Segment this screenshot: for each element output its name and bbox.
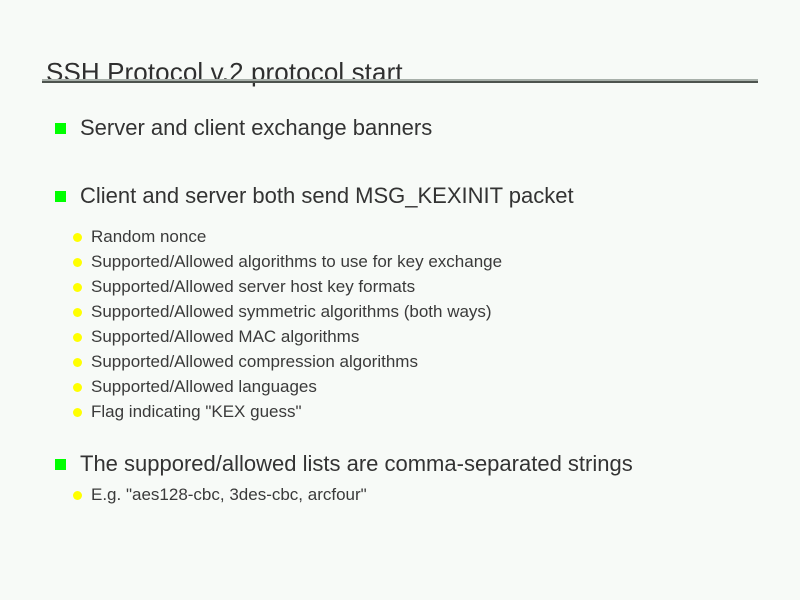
page-title: SSH Protocol v.2 protocol start bbox=[46, 57, 403, 88]
square-bullet-icon bbox=[55, 191, 66, 202]
bullet-item-level2: Supported/Allowed MAC algorithms bbox=[0, 324, 800, 349]
dot-bullet-icon bbox=[73, 233, 82, 242]
spacer bbox=[0, 214, 800, 224]
bullet-level2-label: Supported/Allowed symmetric algorithms (… bbox=[91, 302, 492, 321]
spacer bbox=[0, 146, 800, 178]
spacer bbox=[0, 424, 800, 446]
bullet-item-level2: Supported/Allowed languages bbox=[0, 374, 800, 399]
dot-bullet-icon bbox=[73, 258, 82, 267]
dot-bullet-icon bbox=[73, 308, 82, 317]
dot-bullet-icon bbox=[73, 408, 82, 417]
bullet-level1-label: Server and client exchange banners bbox=[80, 115, 433, 140]
dot-bullet-icon bbox=[73, 491, 82, 500]
bullet-level1-label: Client and server both send MSG_KEXINIT … bbox=[80, 183, 574, 208]
dot-bullet-icon bbox=[73, 333, 82, 342]
bullet-item-level2: Supported/Allowed compression algorithms bbox=[0, 349, 800, 374]
bullet-item-level2: Flag indicating "KEX guess" bbox=[0, 399, 800, 424]
bullet-level2-label: Random nonce bbox=[91, 227, 207, 246]
bullet-item-level1: The suppored/allowed lists are comma-sep… bbox=[0, 446, 800, 482]
bullet-item-level2: Supported/Allowed algorithms to use for … bbox=[0, 249, 800, 274]
bullet-item-level1: Client and server both send MSG_KEXINIT … bbox=[0, 178, 800, 214]
bullet-item-level2: Supported/Allowed server host key format… bbox=[0, 274, 800, 299]
bullet-item-level1: Server and client exchange banners bbox=[0, 110, 800, 146]
square-bullet-icon bbox=[55, 123, 66, 134]
bullet-level2-label: E.g. "aes128-cbc, 3des-cbc, arcfour" bbox=[91, 485, 367, 504]
bullet-level2-label: Supported/Allowed MAC algorithms bbox=[91, 327, 360, 346]
bullet-item-level2: Supported/Allowed symmetric algorithms (… bbox=[0, 299, 800, 324]
bullet-level2-label: Flag indicating "KEX guess" bbox=[91, 402, 302, 421]
bullet-level2-label: Supported/Allowed compression algorithms bbox=[91, 352, 418, 371]
dot-bullet-icon bbox=[73, 383, 82, 392]
bullet-level2-label: Supported/Allowed languages bbox=[91, 377, 317, 396]
bullet-level1-label: The suppored/allowed lists are comma-sep… bbox=[80, 451, 633, 476]
slide-body: Server and client exchange banners Clien… bbox=[0, 110, 800, 507]
square-bullet-icon bbox=[55, 459, 66, 470]
title-divider bbox=[42, 79, 758, 83]
bullet-level2-label: Supported/Allowed server host key format… bbox=[91, 277, 416, 296]
bullet-level2-label: Supported/Allowed algorithms to use for … bbox=[91, 252, 503, 271]
dot-bullet-icon bbox=[73, 358, 82, 367]
bullet-item-level2: Random nonce bbox=[0, 224, 800, 249]
dot-bullet-icon bbox=[73, 283, 82, 292]
bullet-item-level2: E.g. "aes128-cbc, 3des-cbc, arcfour" bbox=[0, 482, 800, 507]
